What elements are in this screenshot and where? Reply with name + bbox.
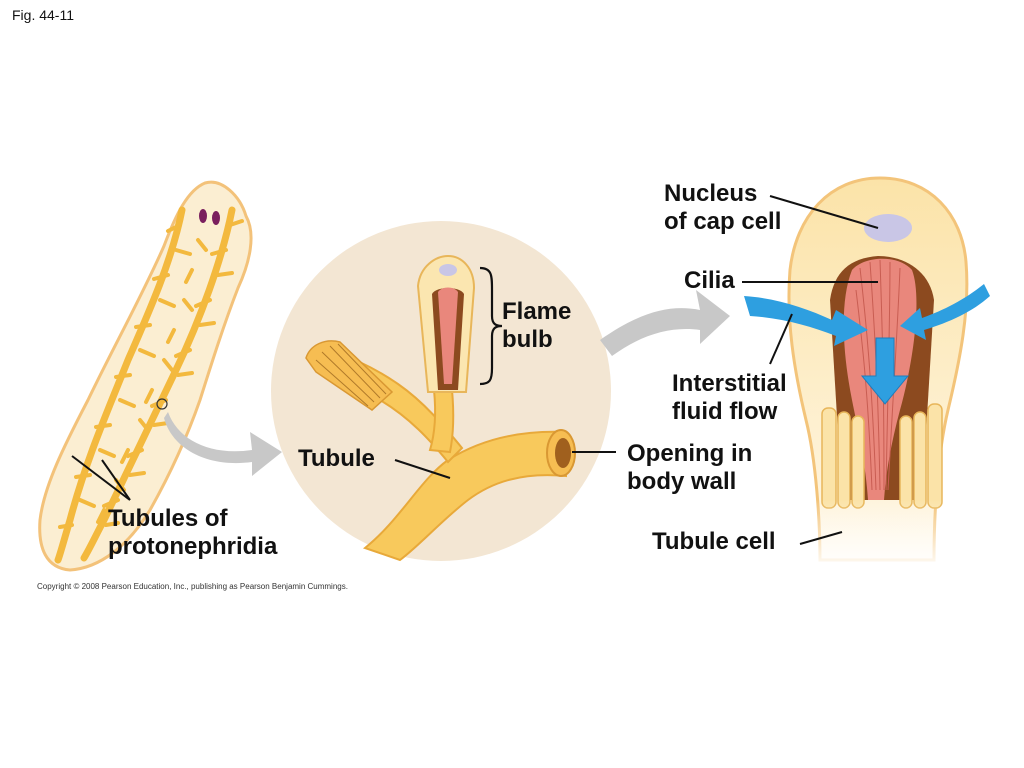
interstitial-leader — [769, 313, 793, 365]
flatworm — [38, 180, 253, 572]
tubule-leader — [394, 459, 451, 479]
cap-cell-nucleus — [864, 214, 912, 242]
flow-arrow-right-icon — [900, 284, 990, 340]
label-nucleus-line2: of cap cell — [664, 208, 782, 235]
flow-arrow-down-icon — [860, 337, 910, 405]
label-tubules-line1: Tubules of — [108, 505, 228, 532]
label-nucleus: Nucleus of cap cell — [664, 180, 781, 236]
eyespot-right-icon — [212, 211, 220, 225]
label-flame-line2: bulb — [502, 326, 553, 353]
flatworm-body — [38, 180, 253, 572]
tubules-leader-1 — [71, 455, 131, 501]
tubule-cell-leader — [799, 531, 843, 545]
label-cilia: Cilia — [684, 267, 735, 294]
label-interstitial-flow: Interstitial fluid flow — [672, 370, 787, 426]
flame-cell — [742, 176, 990, 572]
label-flame-line1: Flame — [502, 298, 572, 325]
label-interstitial-line1: Interstitial — [672, 370, 787, 397]
label-nucleus-line1: Nucleus — [664, 180, 758, 207]
label-tubules-protonephridia: Tubules of protonephridia — [108, 505, 277, 561]
magnified-spot — [156, 398, 168, 410]
label-flame-bulb: Flame bulb — [502, 298, 571, 354]
eyespot-left-icon — [199, 209, 207, 223]
tubules-leader-2 — [101, 459, 131, 501]
tubule-cell-columns — [821, 403, 943, 509]
label-interstitial-line2: fluid flow — [672, 398, 778, 425]
tubule-fan — [305, 340, 394, 411]
figure-label: Fig. 44-11 — [12, 7, 74, 23]
label-opening-line1: Opening in — [627, 440, 753, 467]
magnified-view — [271, 221, 616, 562]
nucleus-leader — [769, 195, 879, 229]
label-tubule-cell: Tubule cell — [652, 528, 776, 555]
gray-arrow-2-icon — [600, 290, 730, 356]
label-opening-line2: body wall — [627, 468, 737, 495]
flame-bulb-brace — [479, 266, 503, 386]
gray-arrow-1-icon — [164, 412, 282, 476]
copyright-notice: Copyright © 2008 Pearson Education, Inc.… — [37, 582, 348, 591]
label-opening: Opening in body wall — [627, 440, 752, 496]
label-tubule: Tubule — [298, 445, 375, 472]
worm-tubule-right — [80, 206, 236, 562]
flow-arrow-left-icon — [744, 296, 868, 346]
label-tubules-line2: protonephridia — [108, 533, 278, 560]
